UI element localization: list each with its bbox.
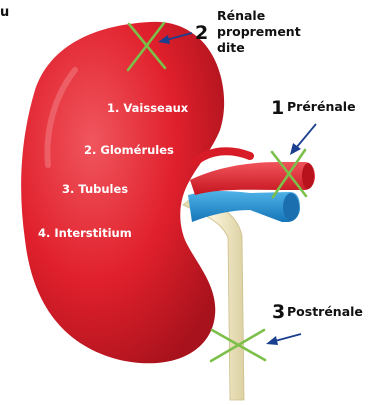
marker-label-renale-line1: Rénale [217,8,265,23]
renal-artery [190,151,315,195]
corner-text: u [0,5,9,20]
structure-label-interstitium: 4. Interstitium [38,226,132,240]
marker-number-2: 2 [195,22,208,44]
marker-label-postrenale: Postrénale [287,304,363,319]
marker-number-1: 1 [271,97,284,119]
marker-label-renale-line3: dite [217,40,245,55]
structure-label-tubules: 3. Tubules [62,182,128,196]
arrow-icon [266,334,301,345]
renal-vein [188,191,300,222]
structure-label-glomerules: 2. Glomérules [84,143,174,157]
structure-label-vaisseaux: 1. Vaisseaux [107,101,189,115]
marker-number-3: 3 [272,301,285,323]
marker-label-renale-line2: proprement [217,24,301,39]
arrow-icon [290,124,316,155]
marker-label-prerenale: Prérénale [287,99,356,114]
